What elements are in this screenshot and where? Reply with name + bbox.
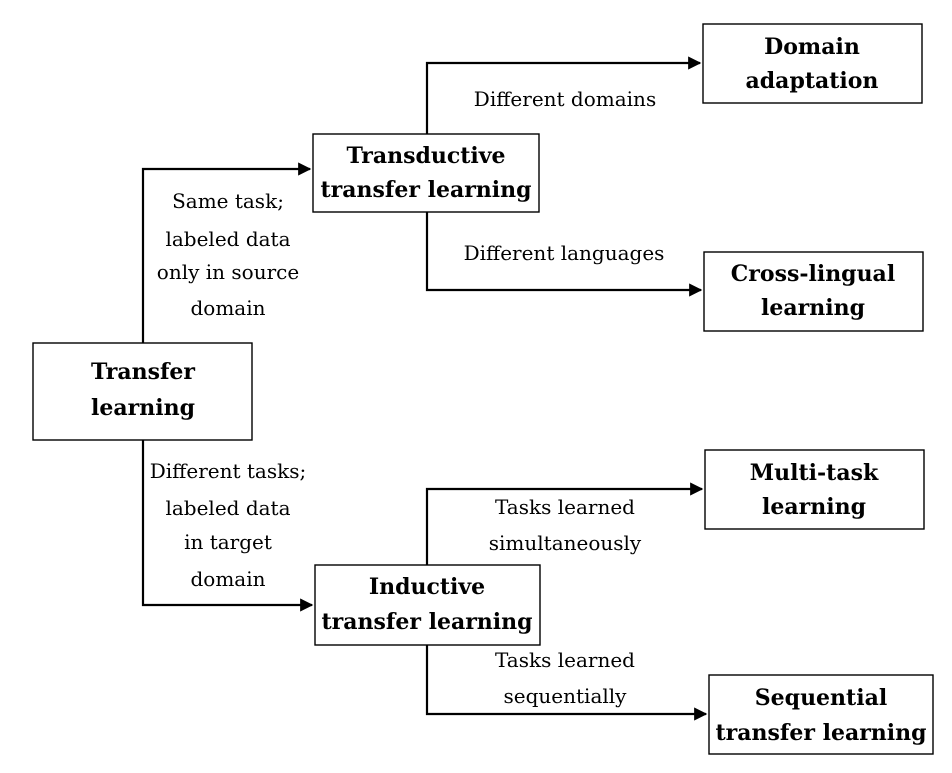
node-transfer-learning: Transfer learning	[32, 342, 253, 441]
edge-label-inductive-to-sequential: Tasks learned sequentially	[495, 648, 635, 708]
edge-label-line: simultaneously	[489, 531, 642, 555]
node-sequential-transfer-learning: Sequential transfer learning	[708, 674, 934, 755]
node-inductive-line-2: transfer learning	[321, 609, 532, 635]
edge-label-transductive-to-domain-adaptation: Different domains	[474, 87, 656, 111]
node-domain-adaptation-line-1: Domain	[764, 34, 860, 60]
node-cross-lingual-learning: Cross-lingual learning	[703, 251, 924, 332]
node-transductive-line-2: transfer learning	[320, 177, 531, 203]
node-sequential-line-2: transfer learning	[715, 720, 926, 746]
edge-transfer-to-transductive	[141, 162, 312, 343]
node-cross-lingual-line-1: Cross-lingual	[731, 261, 895, 287]
node-multi-task-learning: Multi-task learning	[704, 449, 925, 530]
edge-label-line: sequentially	[504, 684, 628, 708]
node-domain-adaptation-line-2: adaptation	[746, 68, 879, 94]
edge-label-line: only in source	[157, 260, 299, 284]
edge-transductive-to-domain-adaptation	[425, 56, 702, 134]
edge-transfer-to-inductive	[141, 440, 314, 612]
edge-label-line: labeled data	[165, 496, 290, 520]
edge-label-transductive-to-cross-lingual: Different languages	[464, 241, 665, 265]
node-transfer-line-2: learning	[91, 395, 195, 421]
edge-label-transfer-to-transductive: Same task; labeled data only in source d…	[157, 189, 299, 320]
edge-label-line: Tasks learned	[495, 495, 635, 519]
node-transductive-line-1: Transductive	[346, 143, 505, 169]
edge-label-line: domain	[190, 296, 265, 320]
node-cross-lingual-line-2: learning	[761, 295, 865, 321]
edge-inductive-to-sequential	[425, 645, 708, 721]
node-domain-adaptation: Domain adaptation	[702, 23, 923, 104]
node-multi-task-line-2: learning	[762, 494, 866, 520]
edge-label-line: in target	[184, 530, 272, 554]
edge-label-line: Different domains	[474, 87, 656, 111]
edge-inductive-to-multi-task	[425, 482, 704, 565]
edge-label-line: domain	[190, 567, 265, 591]
node-transfer-line-1: Transfer	[91, 359, 195, 385]
edge-label-inductive-to-multi-task: Tasks learned simultaneously	[489, 495, 642, 555]
node-inductive-transfer-learning: Inductive transfer learning	[314, 564, 541, 646]
edge-label-line: Different tasks;	[150, 459, 307, 483]
edge-label-transfer-to-inductive: Different tasks; labeled data in target …	[150, 459, 307, 591]
edge-label-line: Tasks learned	[495, 648, 635, 672]
node-transductive-transfer-learning: Transductive transfer learning	[312, 133, 540, 213]
edge-label-line: Same task;	[172, 189, 284, 213]
node-inductive-line-1: Inductive	[369, 574, 485, 600]
edge-label-line: labeled data	[165, 227, 290, 251]
node-sequential-line-1: Sequential	[755, 685, 887, 711]
edge-transductive-to-cross-lingual	[425, 212, 703, 297]
node-multi-task-line-1: Multi-task	[750, 460, 879, 486]
edge-label-line: Different languages	[464, 241, 665, 265]
